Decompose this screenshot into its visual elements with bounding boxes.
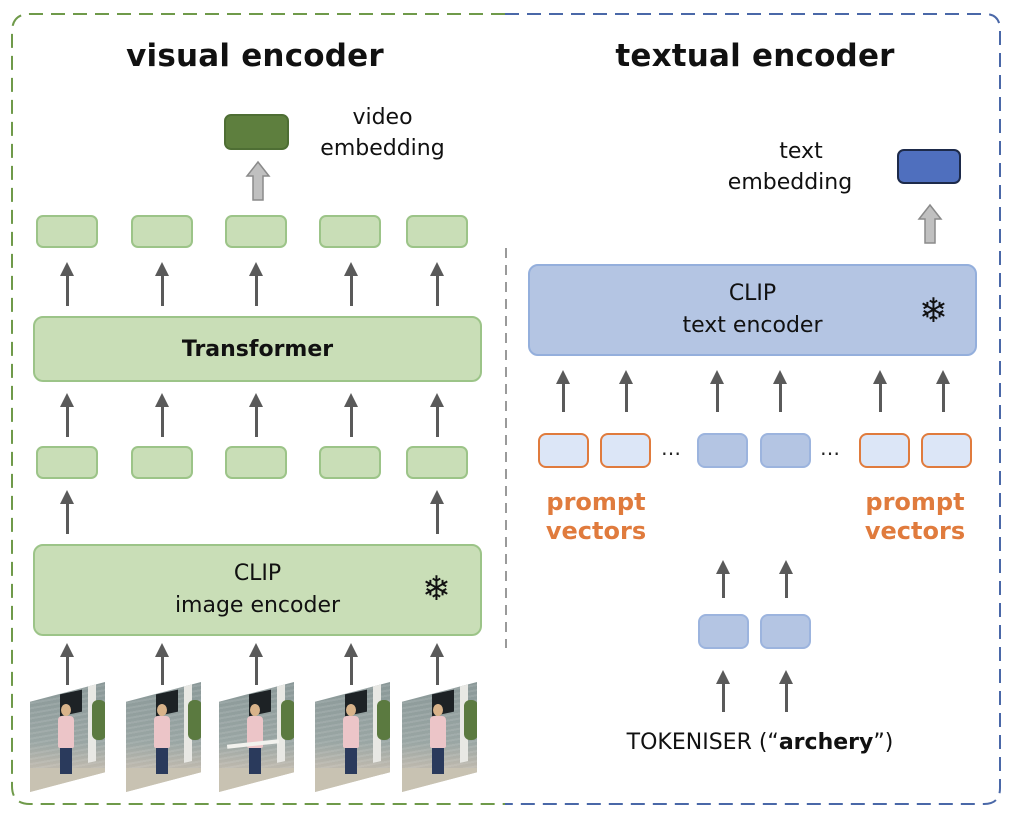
hollow-up-arrow-icon — [245, 160, 271, 201]
clip-image-encoder-line2: image encoder — [174, 593, 341, 618]
snowflake-icon: ❄ — [919, 291, 948, 331]
frame-token — [319, 446, 381, 479]
up-arrow-icon — [430, 490, 444, 534]
clip-text-encoder-line1: CLIP — [728, 281, 777, 306]
up-arrow-icon — [344, 262, 358, 306]
visual-encoder-frame — [11, 13, 505, 805]
text-embedding-label-line1: text — [779, 139, 823, 164]
video-frame — [402, 682, 477, 792]
clip-text-encoder-block: CLIP text encoder — [528, 264, 977, 356]
up-arrow-icon — [779, 670, 793, 712]
up-arrow-icon — [249, 393, 263, 437]
up-arrow-icon — [430, 643, 444, 685]
ellipsis: … — [661, 436, 682, 460]
up-arrow-icon — [936, 370, 950, 412]
frame-token — [131, 446, 193, 479]
frame-token — [406, 446, 468, 479]
text-embedding-label-line2: embedding — [727, 170, 853, 195]
clip-text-encoder-line2: text encoder — [682, 313, 823, 338]
up-arrow-icon — [155, 262, 169, 306]
up-arrow-icon — [60, 643, 74, 685]
video-embedding-label-line2: embedding — [320, 136, 445, 161]
up-arrow-icon — [249, 262, 263, 306]
word-token — [760, 433, 811, 468]
up-arrow-icon — [716, 670, 730, 712]
frame-token — [36, 446, 98, 479]
up-arrow-icon — [249, 643, 263, 685]
output-token — [131, 215, 193, 248]
video-embedding-label: video embedding — [300, 102, 465, 164]
prompt-vector-token — [538, 433, 589, 468]
video-frame — [315, 682, 390, 792]
textual-encoder-frame — [505, 13, 1001, 805]
text-embedding — [897, 149, 961, 184]
frame-token — [225, 446, 287, 479]
hollow-up-arrow-icon — [917, 203, 943, 244]
word-token — [697, 433, 748, 468]
up-arrow-icon — [344, 393, 358, 437]
up-arrow-icon — [60, 262, 74, 306]
tokeniser-label: TOKENISER (“archery”) — [560, 730, 960, 755]
prompt-vector-token — [921, 433, 972, 468]
tokeniser-word: archery — [778, 730, 874, 755]
up-arrow-icon — [873, 370, 887, 412]
clip-image-encoder-block: CLIP image encoder — [33, 544, 482, 636]
up-arrow-icon — [556, 370, 570, 412]
video-embedding — [224, 114, 289, 150]
word-token — [760, 614, 811, 649]
up-arrow-icon — [430, 262, 444, 306]
up-arrow-icon — [344, 643, 358, 685]
ellipsis: … — [820, 436, 841, 460]
up-arrow-icon — [619, 370, 633, 412]
textual-encoder-title: textual encoder — [615, 38, 895, 74]
up-arrow-icon — [430, 393, 444, 437]
clip-image-encoder-line1: CLIP — [233, 561, 282, 586]
prompt-label-line1: prompt — [865, 488, 965, 516]
prompt-label-line2: vectors — [545, 517, 647, 545]
tokeniser-prefix: TOKENISER (“ — [626, 730, 779, 755]
up-arrow-icon — [710, 370, 724, 412]
text-embedding-label: text embedding — [715, 136, 865, 198]
snowflake-icon: ❄ — [422, 569, 451, 609]
output-token — [319, 215, 381, 248]
transformer-block: Transformer — [33, 316, 482, 382]
tokeniser-suffix: ”) — [873, 730, 894, 755]
transformer-label: Transformer — [181, 336, 334, 362]
up-arrow-icon — [60, 393, 74, 437]
up-arrow-icon — [60, 490, 74, 534]
video-embedding-label-line1: video — [352, 105, 413, 130]
prompt-vector-token — [859, 433, 910, 468]
prompt-label-line1: prompt — [546, 488, 646, 516]
prompt-vector-token — [600, 433, 651, 468]
up-arrow-icon — [773, 370, 787, 412]
output-token — [225, 215, 287, 248]
up-arrow-icon — [155, 643, 169, 685]
prompt-vectors-label-left: prompt vectors — [536, 488, 656, 546]
output-token — [406, 215, 468, 248]
prompt-label-line2: vectors — [864, 517, 966, 545]
visual-encoder-title: visual encoder — [126, 38, 384, 74]
word-token — [698, 614, 749, 649]
up-arrow-icon — [716, 560, 730, 598]
output-token — [36, 215, 98, 248]
up-arrow-icon — [155, 393, 169, 437]
up-arrow-icon — [779, 560, 793, 598]
prompt-vectors-label-right: prompt vectors — [855, 488, 975, 546]
